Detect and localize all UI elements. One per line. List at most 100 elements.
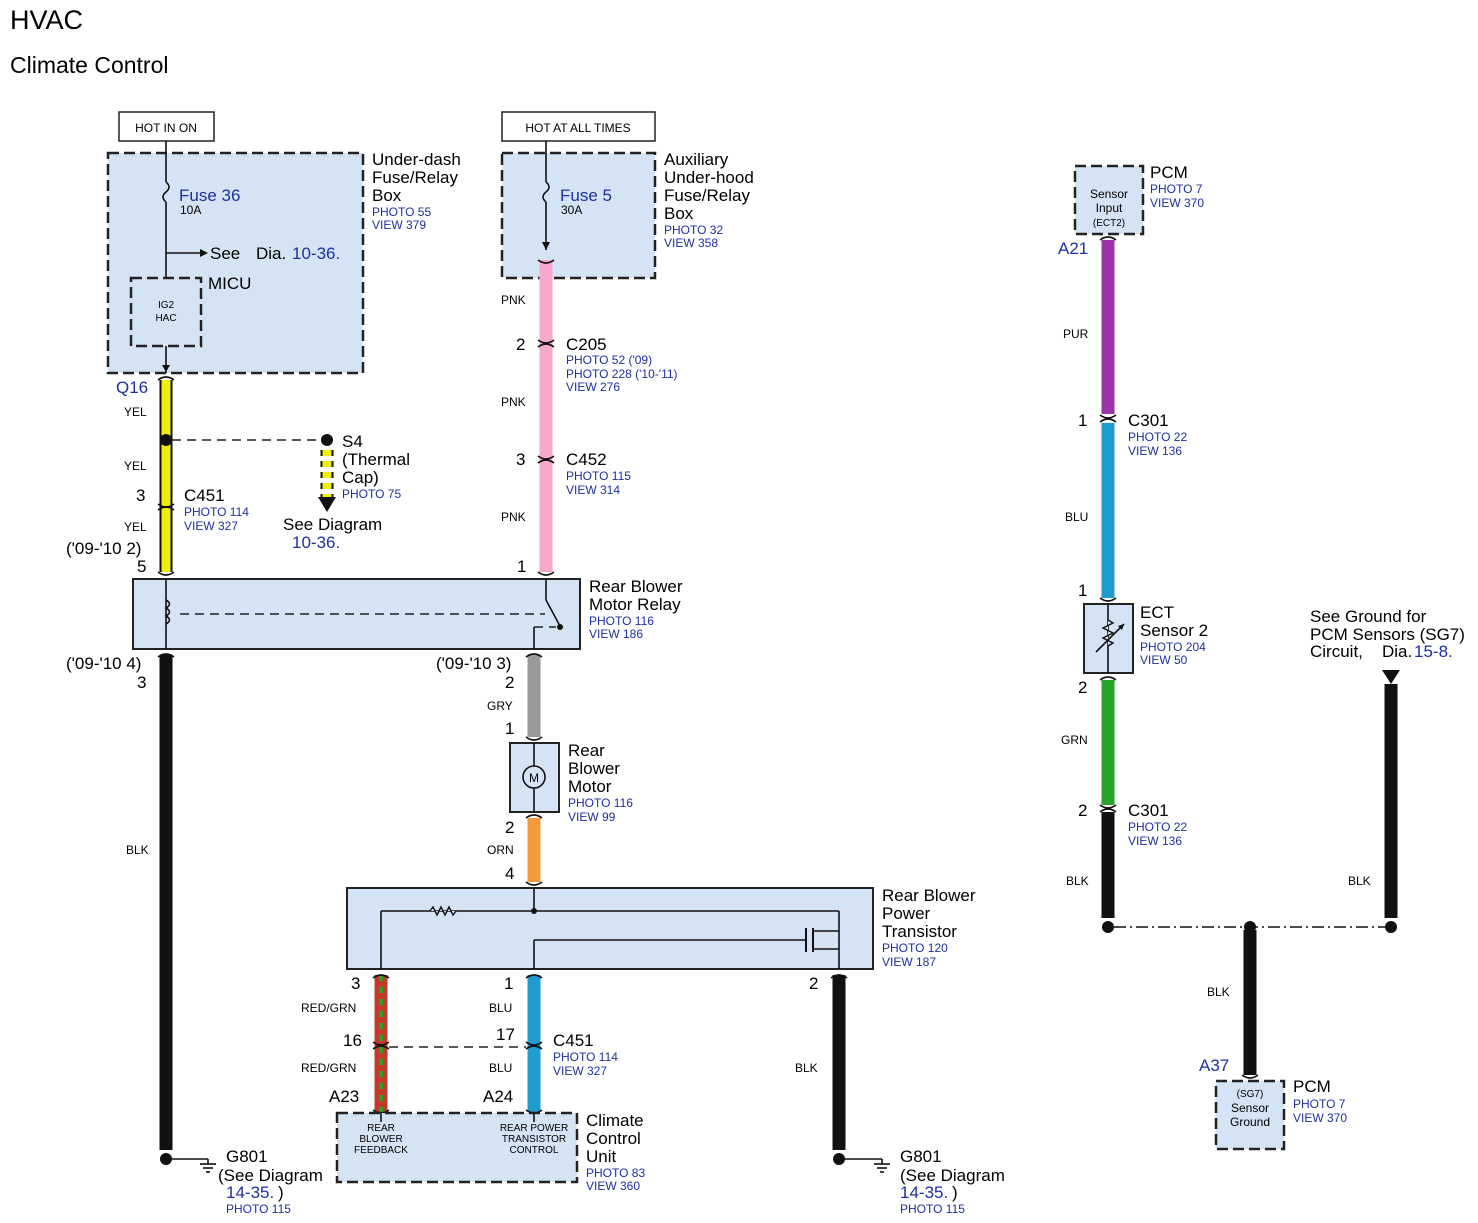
- yel-label-2: YEL: [124, 459, 147, 473]
- transistor-name-1: Rear Blower: [882, 886, 976, 905]
- ground-left-icon: [200, 1163, 216, 1173]
- fuse-5-symbol: [542, 181, 550, 203]
- aux-name-3: Fuse/Relay: [664, 186, 750, 205]
- fuse-5-label: Fuse 5: [560, 186, 612, 205]
- s4-label-3: Cap): [342, 468, 379, 487]
- a23-terminal: A23: [329, 1087, 359, 1106]
- blk-label-left: BLK: [126, 843, 149, 857]
- yel-label-1: YEL: [124, 405, 147, 419]
- thermistor-icon: [1101, 619, 1115, 647]
- transistor-ref-2: VIEW 187: [882, 955, 936, 969]
- hot-at-all-times-label: HOT AT ALL TIMES: [525, 121, 630, 135]
- year-note-left: ('09-'10 4): [66, 654, 141, 673]
- blk-label-ground: BLK: [1348, 874, 1371, 888]
- s4-arrow-icon: [318, 497, 336, 512]
- pnk-label-1: PNK: [501, 293, 526, 307]
- c451-pin-16: 16: [343, 1031, 362, 1050]
- page-title: HVAC: [10, 5, 83, 35]
- rear-blower-power-transistor: [346, 887, 874, 970]
- transistor-pin-4: 4: [505, 864, 514, 883]
- relay-pin-1: 1: [517, 557, 526, 576]
- blk-label-bottom: BLK: [1207, 985, 1230, 999]
- g801-right-close: ): [952, 1183, 958, 1202]
- aux-ref-1: PHOTO 32: [664, 223, 723, 237]
- transistor-name-3: Transistor: [882, 922, 957, 941]
- relay-switch-symbol: [545, 599, 561, 627]
- ccu-ref-2: VIEW 360: [586, 1179, 640, 1193]
- year-note-top: ('09-'10 2): [66, 539, 141, 558]
- a37-terminal: A37: [1199, 1056, 1229, 1075]
- underdash-name-1: Under-dash: [372, 150, 461, 169]
- aux-name-4: Box: [664, 204, 694, 223]
- underdash-name-2: Fuse/Relay: [372, 168, 458, 187]
- pur-label: PUR: [1063, 327, 1089, 341]
- blu-label-right: BLU: [1065, 510, 1088, 524]
- ccu-left-inner-3: FEEDBACK: [354, 1145, 408, 1156]
- pnk-label-3: PNK: [501, 510, 526, 524]
- relay-pin-5: 5: [137, 557, 146, 576]
- page-subtitle: Climate Control: [10, 52, 169, 78]
- c205-pin: 2: [516, 335, 525, 354]
- pcm-top-ref-1: PHOTO 7: [1150, 182, 1203, 196]
- underdash-ref-2: VIEW 379: [372, 218, 426, 232]
- micu-label: MICU: [208, 274, 251, 293]
- a24-terminal: A24: [483, 1087, 513, 1106]
- resistor-symbol: [429, 905, 457, 917]
- micu-inner-1: IG2: [158, 300, 175, 311]
- relay-ref-2: VIEW 186: [589, 627, 643, 641]
- ground-note-1: See Ground for: [1310, 607, 1427, 626]
- ect-ref-2: VIEW 50: [1140, 653, 1188, 667]
- pcm-bottom-inner-3: Ground: [1230, 1115, 1270, 1129]
- hot-in-on-label: HOT IN ON: [135, 121, 197, 135]
- pcm-inner-1: Sensor: [1090, 187, 1128, 201]
- c301a-pin: 1: [1078, 411, 1087, 430]
- relay-name-2: Motor Relay: [589, 595, 681, 614]
- pcm-bottom-inner-1: (SG7): [1237, 1089, 1264, 1100]
- climate-control-unit: [335, 1111, 579, 1184]
- pcm-bottom-inner-2: Sensor: [1231, 1101, 1269, 1115]
- transistor-pin-2: 2: [809, 974, 818, 993]
- bus-dot-right: [1385, 921, 1397, 933]
- blu-label-1: BLU: [489, 1001, 512, 1015]
- motor-ref-1: PHOTO 116: [568, 796, 633, 810]
- ccu-left-inner-2: BLOWER: [359, 1134, 402, 1145]
- c301b-pin: 2: [1078, 801, 1087, 820]
- c451-pin-17: 17: [496, 1025, 515, 1044]
- year-note-motor: ('09-'10 3): [436, 654, 511, 673]
- orn-label: ORN: [487, 843, 514, 857]
- ground-note-dia: Dia.: [1382, 642, 1412, 661]
- ect-ref-1: PHOTO 204: [1140, 640, 1206, 654]
- pcm-sensor-input-box: [1073, 164, 1145, 236]
- underdash-name-3: Box: [372, 186, 402, 205]
- ccu-name-2: Control: [586, 1129, 641, 1148]
- c301a-label: C301: [1128, 411, 1169, 430]
- ccu-ref-1: PHOTO 83: [586, 1166, 645, 1180]
- s4-see-diagram: See Diagram: [283, 515, 382, 534]
- fuse-36-label: Fuse 36: [179, 186, 240, 205]
- g801-right-num: 14-35.: [900, 1183, 948, 1202]
- c301a-ref-1: PHOTO 22: [1128, 430, 1187, 444]
- pcm-inner-2: Input: [1096, 201, 1123, 215]
- ground-arrow-icon: [1382, 670, 1400, 684]
- connector-caps: [157, 236, 1259, 1114]
- see-arrow-icon: [200, 249, 208, 257]
- transistor-name-2: Power: [882, 904, 931, 923]
- c205-label: C205: [566, 335, 607, 354]
- aux-name-1: Auxiliary: [664, 150, 729, 169]
- c452-ref-1: PHOTO 115: [566, 469, 631, 483]
- pcm-sensor-ground-box: [1214, 1079, 1286, 1151]
- g801-left-num: 14-35.: [226, 1183, 274, 1202]
- q16-terminal: Q16: [116, 378, 148, 397]
- transistor-pin-1: 1: [504, 974, 513, 993]
- s4-ref: PHOTO 75: [342, 487, 401, 501]
- g801-left-ref: PHOTO 115: [226, 1202, 291, 1216]
- relay-ref-1: PHOTO 116: [589, 614, 654, 628]
- ect-name-2: Sensor 2: [1140, 621, 1208, 640]
- g801-left-see: (See Diagram: [218, 1166, 323, 1185]
- ground-note-3: Circuit,: [1310, 642, 1363, 661]
- relay-name-1: Rear Blower: [589, 577, 683, 596]
- rear-blower-motor-relay: [132, 578, 581, 650]
- motor-pin-2: 2: [505, 818, 514, 837]
- motor-relay-pin-2: 2: [505, 673, 514, 692]
